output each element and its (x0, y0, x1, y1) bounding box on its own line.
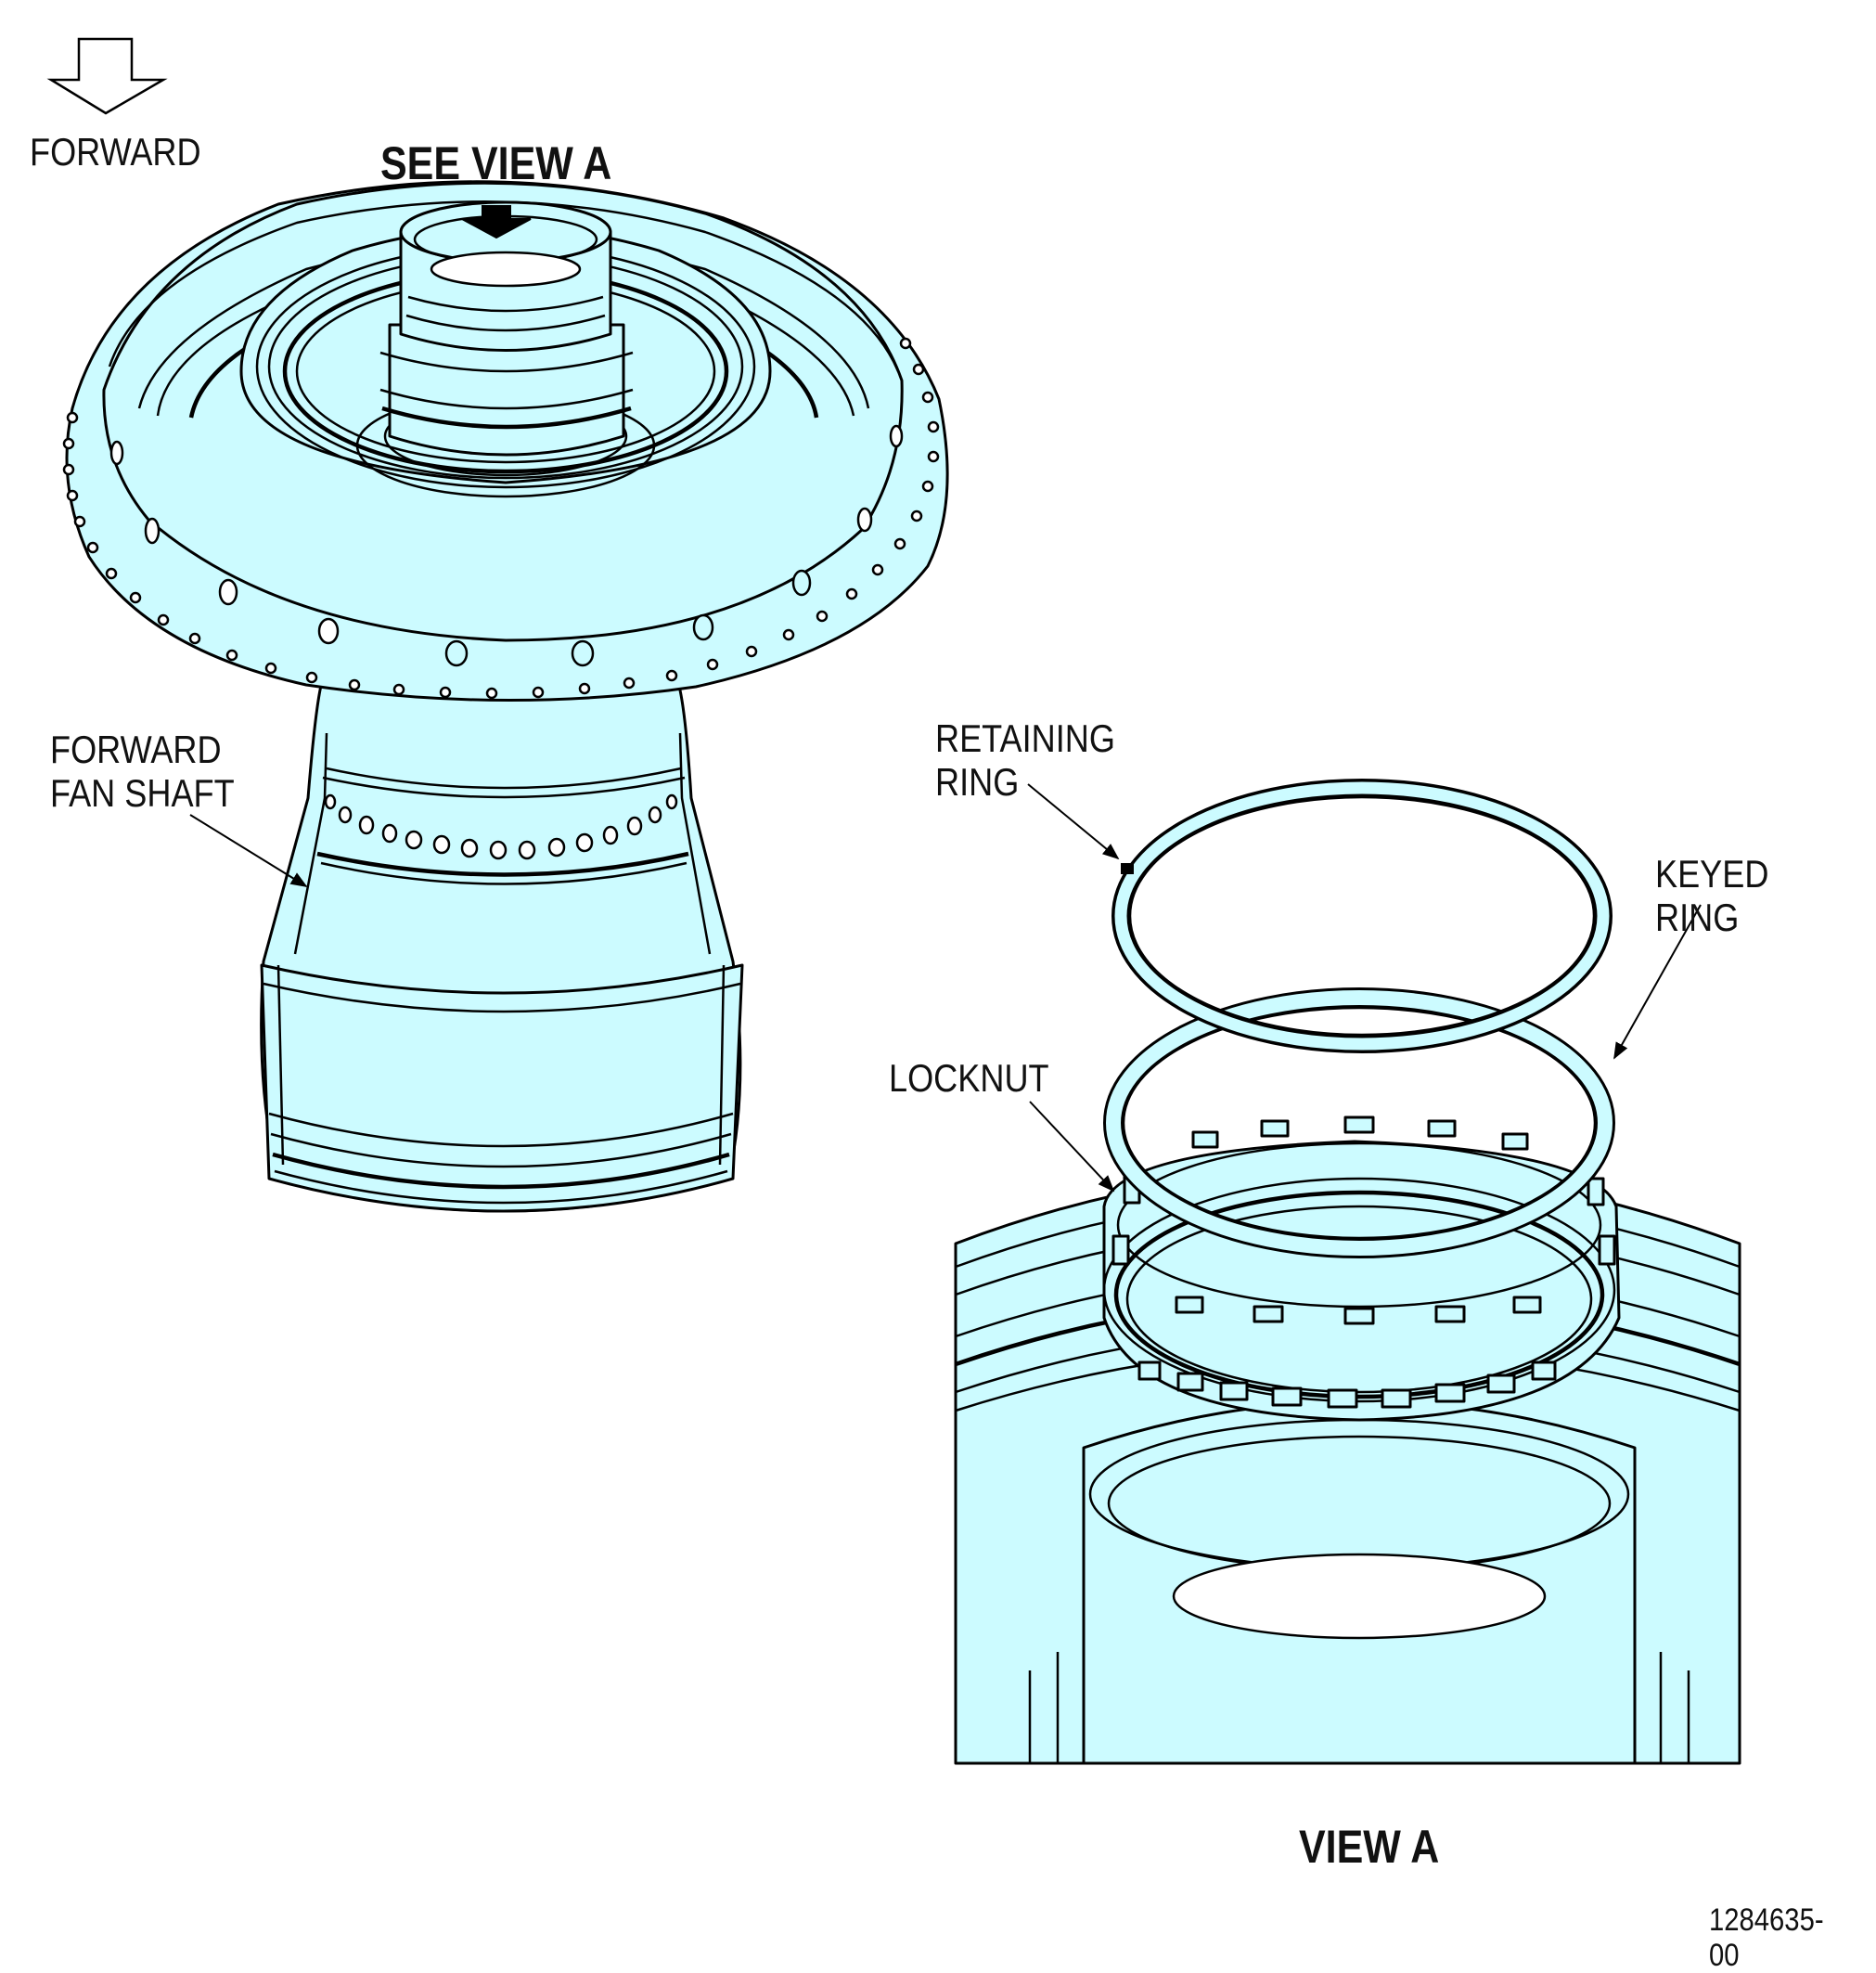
forward-fan-shaft-leader (189, 814, 308, 887)
center-spline-tube (379, 200, 634, 457)
figure-number: 1284635-00 (1709, 1902, 1824, 1973)
keyed-ring (1103, 987, 1615, 1258)
locknut-leader (1029, 1101, 1115, 1193)
flange-bolt-holes (62, 337, 940, 700)
retaining-ring (1111, 779, 1613, 1053)
view-a-detail (954, 779, 1741, 1765)
locknut (1102, 1115, 1621, 1422)
forward-fan-shaft-label: FORWARD FAN SHAFT (50, 728, 235, 816)
keyed-ring-label: KEYED RING (1655, 852, 1769, 940)
see-view-a-label: SEE VIEW A (380, 137, 612, 189)
forward-fan-shaft (260, 671, 744, 1213)
retaining-ring-label: RETAINING RING (935, 716, 1115, 805)
locknut-lugs (1111, 1115, 1616, 1409)
forward-fan-shaft-assembly (62, 180, 949, 1213)
view-a-pointer-arrow-icon (461, 205, 532, 239)
shaft-hole-row (324, 793, 678, 860)
view-a-title: VIEW A (1299, 1821, 1440, 1873)
locknut-label: LOCKNUT (889, 1056, 1049, 1100)
drum-holes (109, 424, 904, 667)
keyed-ring-leader (1613, 904, 1702, 1060)
retaining-ring-leader (1027, 783, 1120, 860)
forward-arrow-icon (46, 37, 168, 115)
forward-label: FORWARD (30, 130, 201, 174)
